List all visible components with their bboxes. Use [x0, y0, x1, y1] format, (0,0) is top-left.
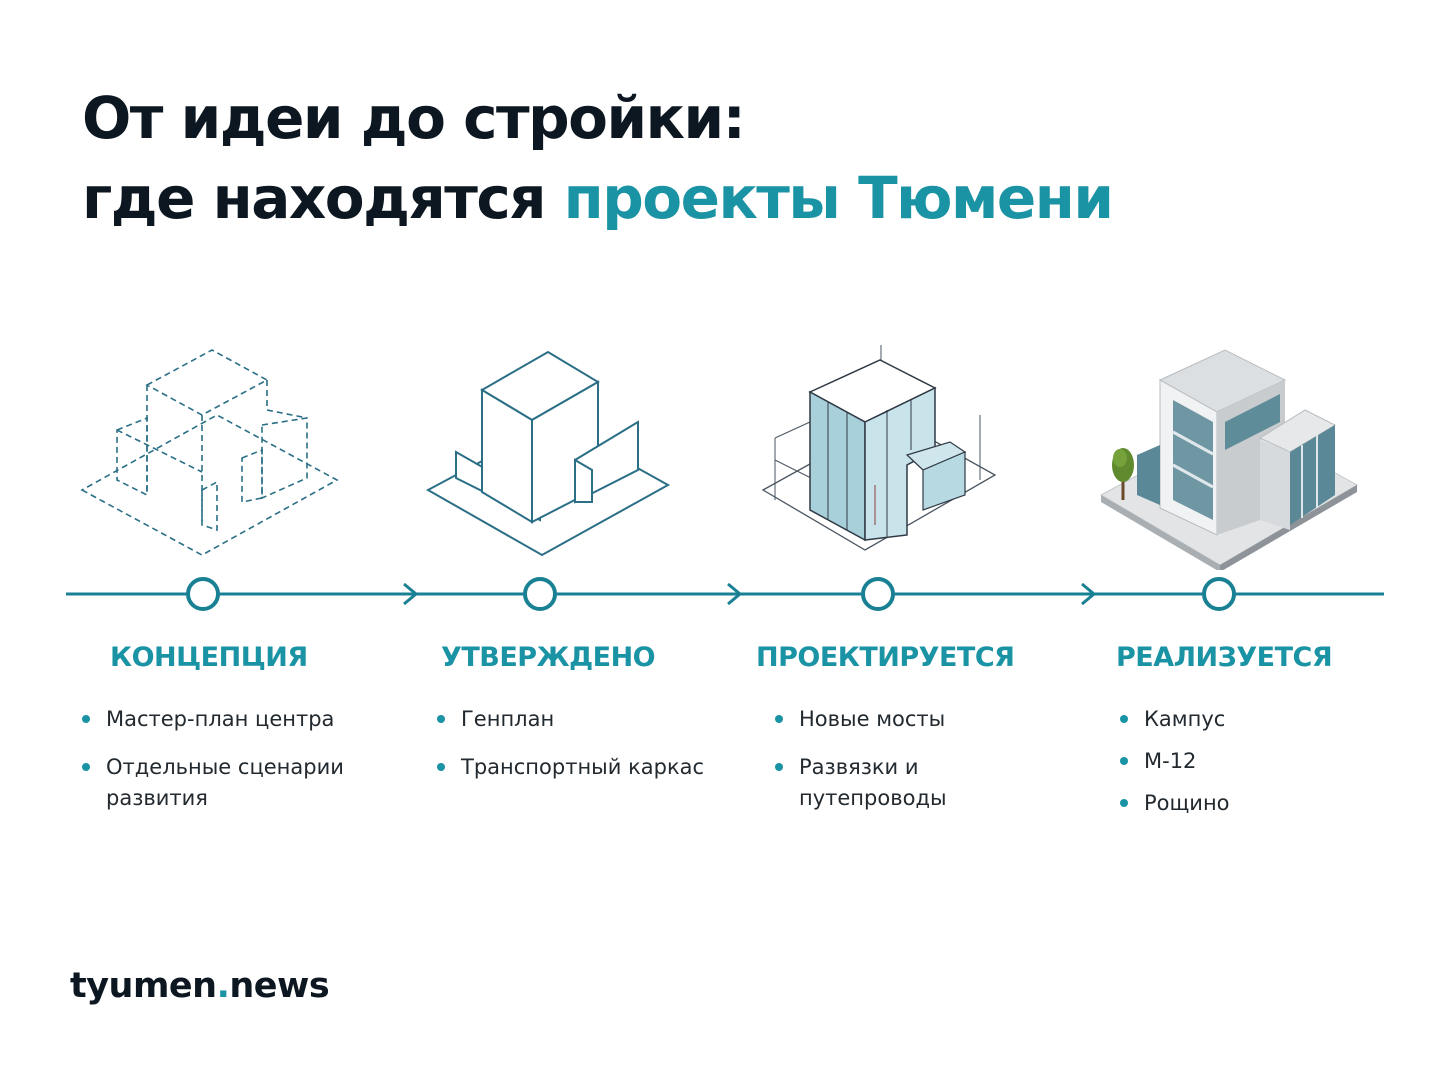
finished-building-icon: [1095, 330, 1395, 572]
brand-name: tyumen: [70, 966, 217, 1006]
title-line-2-accent: проекты Тюмени: [563, 164, 1114, 232]
brand-dot: .: [216, 966, 230, 1006]
stage-items-approved: Генплан Транспортный каркас: [435, 704, 735, 800]
dashed-wireframe-building-icon: [62, 330, 362, 570]
brand-logo: tyumen.news: [70, 966, 330, 1006]
timeline-arrow-3: [1081, 582, 1096, 606]
timeline-node-4: [1202, 577, 1236, 611]
list-item: Развязки и путепроводы: [773, 752, 1023, 814]
timeline-node-3: [861, 577, 895, 611]
brand-suffix: news: [229, 966, 330, 1006]
stage-label-implementing: РЕАЛИЗУЕТСЯ: [1116, 642, 1333, 673]
list-item: Генплан: [435, 704, 735, 735]
list-item: Транспортный каркас: [435, 752, 735, 783]
timeline-node-2: [523, 577, 557, 611]
outline-building-icon: [420, 330, 720, 570]
stage-items-implementing: Кампус М-12 Рощино: [1118, 704, 1368, 830]
list-item: М-12: [1118, 746, 1368, 777]
title-line-2: где находятся проекты Тюмени: [82, 158, 1114, 238]
timeline: [0, 560, 1448, 630]
stage-label-concept: КОНЦЕПЦИЯ: [110, 642, 308, 673]
list-item: Новые мосты: [773, 704, 1023, 735]
title-line-2-plain: где находятся: [82, 164, 564, 232]
list-item: Отдельные сценарии развития: [80, 752, 380, 814]
timeline-arrow-1: [403, 582, 418, 606]
glass-blueprint-building-icon: [755, 330, 1055, 570]
title-line-1: От идеи до стройки:: [82, 84, 746, 152]
page-title: От идеи до стройки: где находятся проект…: [82, 78, 1114, 238]
stage-items-designing: Новые мосты Развязки и путепроводы: [773, 704, 1023, 831]
stage-items-concept: Мастер-план центра Отдельные сценарии ра…: [80, 704, 380, 831]
list-item: Кампус: [1118, 704, 1368, 735]
timeline-arrow-2: [727, 582, 742, 606]
list-item: Мастер-план центра: [80, 704, 380, 735]
list-item: Рощино: [1118, 788, 1368, 819]
timeline-node-1: [186, 577, 220, 611]
stage-label-designing: ПРОЕКТИРУЕТСЯ: [756, 642, 1015, 673]
stage-label-approved: УТВЕРЖДЕНО: [441, 642, 656, 673]
